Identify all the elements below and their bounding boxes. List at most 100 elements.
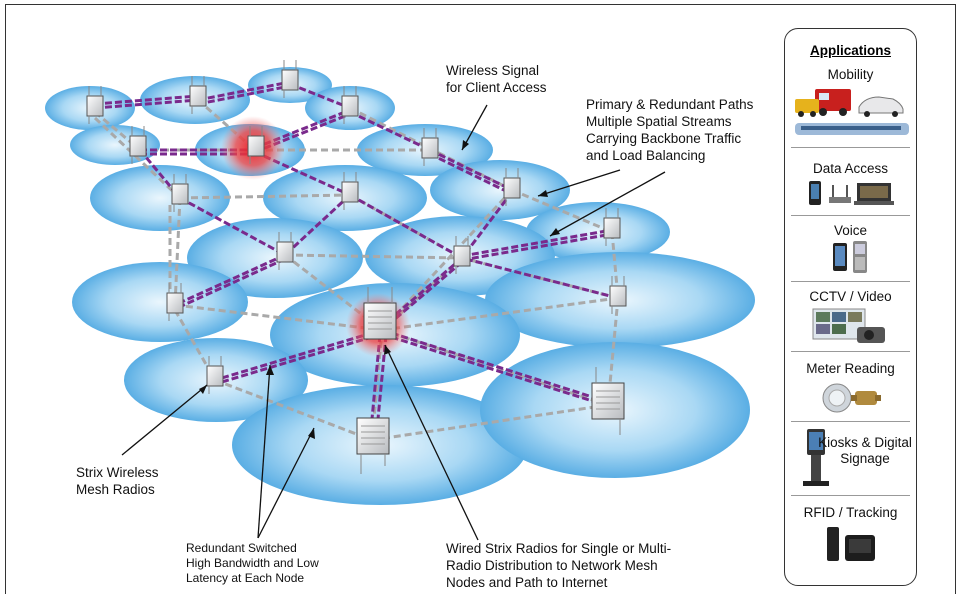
primary-link — [460, 191, 514, 259]
radio-node — [276, 232, 294, 270]
phones-icon — [833, 241, 867, 273]
primary-link — [349, 193, 463, 260]
redundant-link — [197, 98, 256, 152]
primary-link — [429, 152, 513, 196]
app-separator — [791, 215, 910, 216]
redundant-link — [284, 253, 463, 260]
callout-line: Multiple Spatial Streams — [586, 114, 732, 129]
redundant-link — [179, 193, 351, 200]
app-label-kiosks: Kiosks & Digital Signage — [818, 435, 912, 466]
arrow-head — [308, 428, 315, 439]
coverage-cell — [90, 165, 230, 231]
primary-link — [461, 232, 613, 262]
diagram-frame — [5, 4, 956, 594]
callout-line: Primary & Redundant Paths — [586, 97, 754, 112]
radio-node — [189, 76, 207, 114]
radio-node — [341, 172, 359, 210]
primary-link — [94, 94, 199, 106]
callout-line: Strix Wireless — [76, 465, 159, 480]
primary-link — [368, 334, 382, 441]
radio-node — [166, 283, 184, 321]
coverage-cell — [430, 160, 570, 220]
app-separator — [791, 147, 910, 148]
radio-node — [503, 168, 521, 206]
rfid-icon — [827, 527, 875, 561]
primary-link — [283, 193, 352, 257]
app-label-mobility: Mobility — [827, 67, 874, 82]
primary-link — [174, 257, 286, 311]
primary-link — [254, 112, 351, 154]
primary-link — [461, 256, 619, 300]
callout-line: Radio Distribution to Network Mesh — [446, 558, 658, 573]
app-label-meter-reading: Meter Reading — [806, 361, 895, 376]
coverage-cell — [72, 262, 248, 342]
primary-link — [254, 108, 351, 150]
callout-line: High Bandwidth and Low — [186, 556, 319, 570]
callout-line: Wireless Signal — [446, 63, 540, 78]
primary-link — [174, 253, 286, 307]
primary-link — [197, 80, 291, 102]
app-label-data-access: Data Access — [812, 161, 889, 176]
app-label-voice: Voice — [833, 223, 868, 238]
callout-arrow — [121, 384, 208, 456]
radio-node — [206, 356, 224, 394]
arrow-head — [266, 365, 274, 375]
radio-node — [341, 86, 359, 124]
applications-title: Applications — [809, 43, 891, 58]
radio-node — [171, 174, 189, 212]
radio-node — [603, 208, 621, 246]
redundant-link — [511, 188, 613, 234]
app-label-cctv: CCTV / Video — [809, 289, 892, 304]
arrow-head — [462, 140, 469, 150]
callout-mesh-radios: Strix Wireless Mesh Radios — [76, 464, 159, 498]
callout-arrow — [549, 171, 666, 237]
app-label-rfid: RFID / Tracking — [803, 505, 898, 520]
callout-line: Redundant Switched — [186, 541, 297, 555]
primary-link — [349, 110, 431, 152]
redundant-link — [93, 116, 182, 200]
callout-arrow — [257, 364, 271, 539]
primary-link — [197, 84, 291, 106]
redundant-link — [381, 296, 619, 332]
radio-node — [281, 60, 299, 98]
primary-link — [381, 260, 463, 332]
radio-node — [421, 128, 439, 166]
callout-arrow — [537, 169, 621, 197]
vehicles-icon — [795, 89, 909, 135]
callout-line: for Client Access — [446, 80, 547, 95]
app-separator — [791, 495, 910, 496]
callout-line: Mesh Radios — [76, 482, 155, 497]
callout-line: Latency at Each Node — [186, 571, 305, 585]
primary-link — [94, 98, 199, 110]
callout-primary-paths: Primary & Redundant Paths Multiple Spati… — [586, 96, 753, 164]
primary-link — [429, 148, 513, 192]
camera-icon — [812, 308, 885, 343]
applications-panel: Applications Mobility Data Access Voice … — [784, 28, 917, 586]
redundant-link — [173, 197, 182, 306]
arrow-head — [384, 345, 391, 355]
app-separator — [791, 351, 910, 352]
app-separator — [791, 421, 910, 422]
redundant-link — [381, 328, 609, 407]
radio-node — [453, 236, 471, 274]
callout-redundant-switched: Redundant Switched High Bandwidth and Lo… — [186, 541, 319, 586]
devices-icon — [809, 181, 894, 205]
callout-line: Carrying Backbone Traffic — [586, 131, 742, 146]
callout-wireless-signal: Wireless Signal for Client Access — [446, 62, 547, 96]
primary-link — [214, 328, 383, 382]
callout-line: Nodes and Path to Internet — [446, 575, 608, 590]
wired-radio-node — [356, 417, 390, 474]
redundant-link — [371, 403, 609, 442]
primary-link — [374, 334, 388, 441]
radio-node — [609, 276, 627, 314]
primary-link — [254, 150, 351, 197]
callout-line: Wired Strix Radios for Single or Multi- — [446, 541, 672, 556]
primary-link — [214, 332, 383, 386]
coverage-cell — [526, 202, 670, 262]
radio-node — [247, 126, 265, 164]
radio-node — [129, 126, 147, 164]
arrow-heads — [199, 140, 560, 439]
arrow-head — [538, 190, 548, 197]
arrow-head — [199, 385, 207, 394]
